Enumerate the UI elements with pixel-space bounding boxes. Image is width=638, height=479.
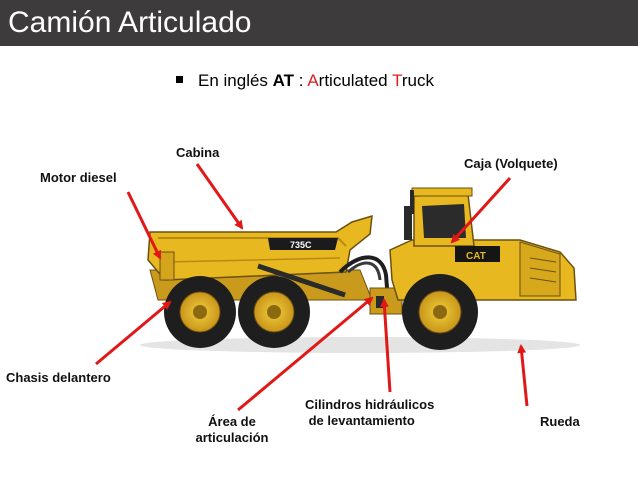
bullet-separator: : [294,71,308,90]
bullet-word-articulated: rticulated [318,71,393,90]
label-chasis-delantero: Chasis delantero [6,370,111,385]
label-cilindros: Cilindros hidráulicos de levantamiento [305,397,434,429]
label-caja: Caja (Volquete) [464,156,558,171]
square-bullet-icon [176,76,183,83]
front-wheel [402,274,478,350]
arrow-cilindros [379,298,392,393]
truck-model-text: 735C [290,240,312,250]
label-area-line1: Área de [208,414,256,429]
arrow-cabina [195,163,244,230]
arrow-rueda [517,344,529,407]
bullet-initial-a: A [307,71,319,90]
arrow-area-articulacion [237,296,374,412]
arrow-chasis [95,300,172,366]
label-cilindros-line2: de levantamiento [305,413,415,428]
label-motor-diesel: Motor diesel [40,170,117,185]
arrow-motor-diesel [126,191,162,260]
slide-title: Camión Articulado [8,6,252,39]
rear-wheel-2 [238,276,310,348]
cab-brand-text: CAT [466,251,486,262]
bullet-word-truck: ruck [401,71,434,90]
title-bar: Camión Articulado [0,0,638,46]
bullet-prefix: En inglés [198,71,273,90]
label-area-articulacion: Área de articulación [184,414,280,446]
label-cilindros-line1: Cilindros hidráulicos [305,397,435,412]
rear-wheel-1 [164,276,236,348]
bullet-initial-t: T [392,71,402,90]
label-rueda: Rueda [540,414,580,429]
bullet-line: En inglés AT : Articulated Truck [176,71,434,91]
articulated-truck-illustration: 735C CAT [140,187,580,353]
bullet-acronym: AT [272,71,295,90]
label-area-line2: articulación [195,430,269,445]
label-cabina: Cabina [176,145,220,160]
arrow-caja [450,176,512,244]
